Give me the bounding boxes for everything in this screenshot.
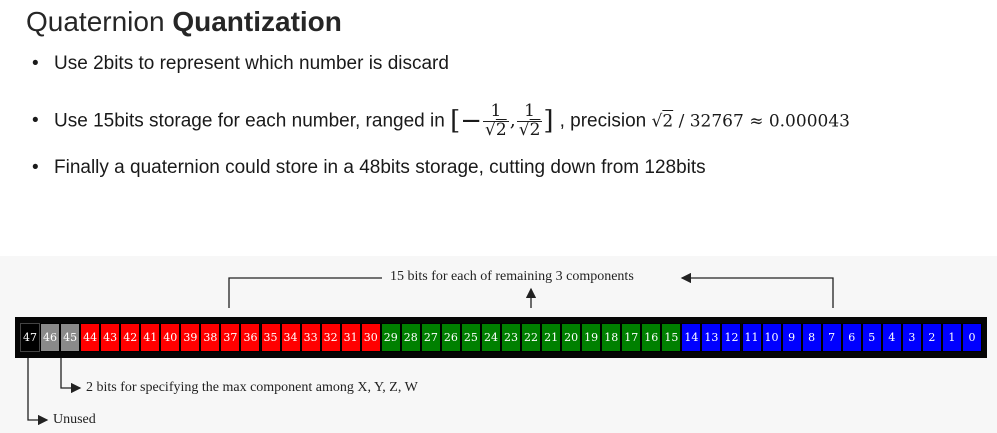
bit-cell-13: 13 bbox=[701, 323, 722, 352]
precision-formula: √2 / 32767 ≈ 0.000043 bbox=[651, 111, 850, 132]
bullet-dot-icon: • bbox=[32, 53, 39, 74]
bit-cell-46: 46 bbox=[40, 323, 61, 352]
range-close: ] bbox=[543, 106, 554, 137]
bit-cell-24: 24 bbox=[480, 323, 501, 352]
bit-cell-30: 30 bbox=[360, 323, 381, 352]
bit-cell-15: 15 bbox=[661, 323, 682, 352]
unused-label: Unused bbox=[53, 412, 96, 427]
unused-bit-arrow bbox=[27, 358, 49, 426]
bit-cell-37: 37 bbox=[220, 323, 241, 352]
bit-cell-33: 33 bbox=[300, 323, 321, 352]
bit-cell-5: 5 bbox=[861, 323, 882, 352]
bit-cell-18: 18 bbox=[601, 323, 622, 352]
bit-cell-27: 27 bbox=[420, 323, 441, 352]
fraction-1: 1√2 bbox=[483, 101, 509, 140]
bit-cell-8: 8 bbox=[801, 323, 822, 352]
bit-cell-10: 10 bbox=[761, 323, 782, 352]
bit-cell-45: 45 bbox=[60, 323, 81, 352]
bit-cell-34: 34 bbox=[280, 323, 301, 352]
bit-cell-40: 40 bbox=[160, 323, 181, 352]
bit-cell-7: 7 bbox=[821, 323, 842, 352]
bullet-3-text: Finally a quaternion could store in a 48… bbox=[54, 157, 706, 178]
range-open: [− bbox=[450, 106, 483, 137]
flag-bits-arrow bbox=[60, 358, 82, 394]
bit-cell-44: 44 bbox=[80, 323, 101, 352]
bit-cell-26: 26 bbox=[440, 323, 461, 352]
bullet-dot-icon: • bbox=[32, 110, 39, 132]
bullet-2-prefix: Use 15bits storage for each number, rang… bbox=[54, 110, 445, 132]
bracket-right-connector bbox=[680, 272, 834, 308]
bit-cell-4: 4 bbox=[881, 323, 902, 352]
bit-cell-16: 16 bbox=[641, 323, 662, 352]
bullet-dot-icon: • bbox=[32, 157, 39, 178]
bit-cell-11: 11 bbox=[741, 323, 762, 352]
bullet-2: • Use 15bits storage for each number, ran… bbox=[32, 101, 850, 140]
bit-cell-23: 23 bbox=[501, 323, 522, 352]
bit-cell-39: 39 bbox=[180, 323, 201, 352]
bit-cell-19: 19 bbox=[581, 323, 602, 352]
bit-cell-41: 41 bbox=[140, 323, 161, 352]
bit-cell-6: 6 bbox=[841, 323, 862, 352]
top-label: 15 bits for each of remaining 3 componen… bbox=[390, 269, 634, 284]
bullet-1-text: Use 2bits to represent which number is d… bbox=[54, 53, 449, 74]
bit-cell-47: 47 bbox=[20, 323, 41, 352]
bracket-left-connector bbox=[228, 277, 382, 308]
bit-cell-28: 28 bbox=[400, 323, 421, 352]
title-part-2: Quantization bbox=[172, 6, 342, 37]
bit-cell-17: 17 bbox=[621, 323, 642, 352]
bit-cell-21: 21 bbox=[541, 323, 562, 352]
bit-cell-3: 3 bbox=[901, 323, 922, 352]
bit-cell-20: 20 bbox=[561, 323, 582, 352]
bit-cell-12: 12 bbox=[721, 323, 742, 352]
fraction-2: 1√2 bbox=[516, 101, 543, 140]
bit-cell-36: 36 bbox=[240, 323, 261, 352]
bit-cell-29: 29 bbox=[380, 323, 401, 352]
slide-title: Quaternion Quantization bbox=[26, 6, 342, 38]
bit-cell-38: 38 bbox=[200, 323, 221, 352]
range-formula: [−1√2,1√2] bbox=[450, 101, 554, 140]
bit-cell-9: 9 bbox=[781, 323, 802, 352]
bit-cell-2: 2 bbox=[921, 323, 942, 352]
bullet-3: • Finally a quaternion could store in a 4… bbox=[32, 157, 706, 179]
bit-cell-25: 25 bbox=[460, 323, 481, 352]
bit-cell-1: 1 bbox=[941, 323, 962, 352]
bit-cell-42: 42 bbox=[120, 323, 141, 352]
bit-cell-35: 35 bbox=[260, 323, 281, 352]
bit-cell-31: 31 bbox=[340, 323, 361, 352]
bullet-2-mid: , precision bbox=[559, 110, 647, 132]
bit-cell-32: 32 bbox=[320, 323, 341, 352]
bit-cell-43: 43 bbox=[100, 323, 121, 352]
connector-arrows bbox=[27, 272, 834, 426]
title-part-1: Quaternion bbox=[26, 6, 165, 37]
bit-cell-14: 14 bbox=[681, 323, 702, 352]
bit-layout-figure: 15 bits for each of remaining 3 componen… bbox=[0, 256, 997, 433]
bullet-1: • Use 2bits to represent which number is … bbox=[32, 53, 449, 75]
bit-cell-0: 0 bbox=[961, 323, 982, 352]
bit-cell-22: 22 bbox=[521, 323, 542, 352]
flag-bits-label: 2 bits for specifying the max component … bbox=[86, 380, 418, 395]
